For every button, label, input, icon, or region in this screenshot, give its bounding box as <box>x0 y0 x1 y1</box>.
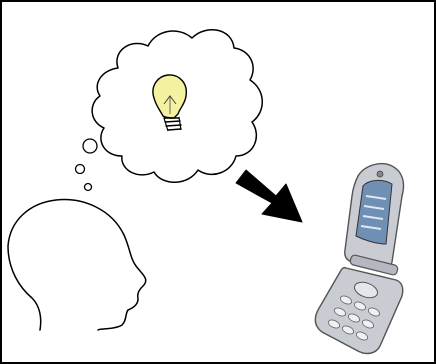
flip-phone-icon <box>315 164 403 354</box>
arrow <box>236 170 302 222</box>
thought-bubble-small-circles <box>76 139 98 191</box>
head-silhouette <box>8 200 146 330</box>
